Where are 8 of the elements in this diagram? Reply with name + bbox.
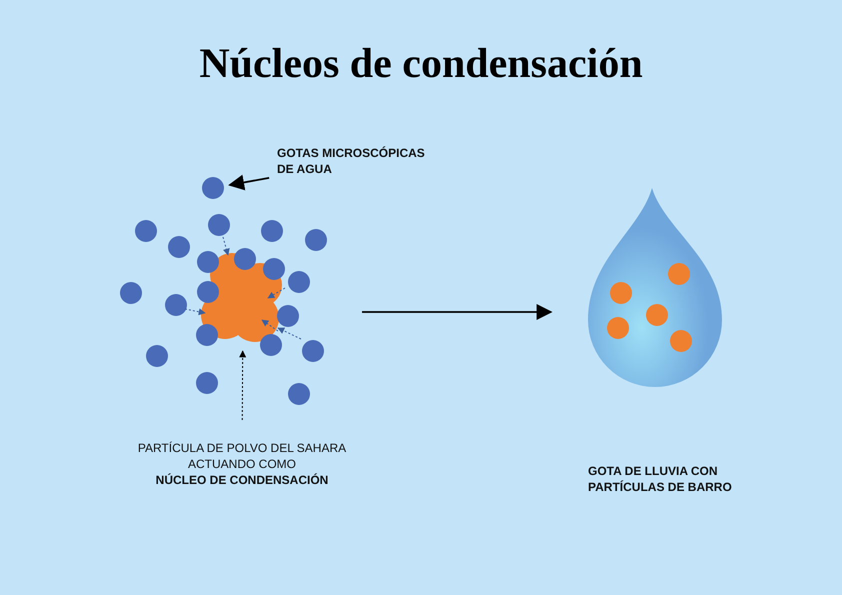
title: Núcleos de condensación [198,40,644,88]
arrow [228,174,270,190]
caption-text: GOTA DE LLUVIA CON PARTÍCULAS DE BARRO [588,463,733,495]
callout-text: GOTAS MICROSCÓPICAS DE AGUA [277,145,427,181]
arrow [239,350,246,420]
caption-text: PARTÍCULA DE POLVO DEL SAHARA ACTUANDO COMO NÚCLEO DE CONDENSACIÓN [122,440,362,492]
water-droplet [202,177,224,199]
arrow [362,304,553,320]
